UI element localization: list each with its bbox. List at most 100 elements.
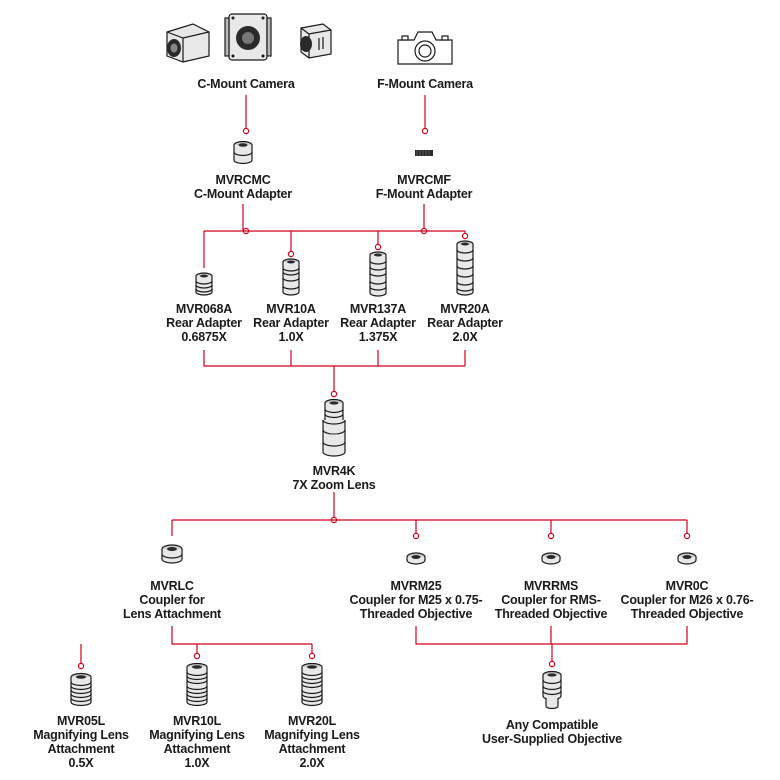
connector-dot [330, 390, 338, 398]
node-line: MVR05L [56, 714, 106, 728]
node-mvr20a: MVR20A Rear Adapter 2.0X [427, 302, 503, 344]
node-mvr10a: MVR10A Rear Adapter 1.0X [253, 302, 329, 344]
node-line: Any Compatible [505, 718, 599, 732]
node-mvr137a: MVR137A Rear Adapter 1.375X [340, 302, 416, 344]
node-line: F-Mount Adapter [375, 187, 473, 201]
node-line: Threaded Objective [630, 607, 744, 621]
magnifying-lens-icon [70, 672, 92, 707]
rear-adapter-icon [456, 240, 474, 296]
f-mount-adapter-icon [415, 150, 433, 156]
node-line: F-Mount Camera [377, 77, 473, 91]
node-line: 1.375X [358, 330, 398, 344]
node-line: 0.6875X [181, 330, 227, 344]
node-mvrlc: MVRLC Coupler for Lens Attachment [123, 579, 221, 621]
node-line: MVRLC [150, 579, 194, 593]
connector-couplers-bus [171, 519, 688, 536]
node-line: C-Mount Camera [197, 77, 295, 91]
node-line: 1.0X [278, 330, 304, 344]
node-line: C-Mount Adapter [194, 187, 292, 201]
node-line: MVRM25 [390, 579, 442, 593]
node-any-compatible-objective: Any Compatible User-Supplied Objective [482, 718, 622, 746]
zoom-lens-icon [322, 398, 346, 457]
node-line: 0.5X [68, 756, 94, 770]
node-line: Coupler for RMS- [501, 593, 601, 607]
node-line: MVR20L [287, 714, 337, 728]
node-line: User-Supplied Objective [482, 732, 622, 746]
connector-dot [193, 652, 201, 660]
node-line: Threaded Objective [494, 607, 608, 621]
node-line: MVR0C [665, 579, 709, 593]
node-line: Rear Adapter [166, 316, 242, 330]
node-mvr10l: MVR10L Magnifying Lens Attachment 1.0X [149, 714, 245, 770]
node-f-mount-camera: F-Mount Camera [377, 77, 473, 91]
connector-dot [683, 532, 691, 540]
node-line: Magnifying Lens [264, 728, 360, 742]
coupler-ring-icon [406, 552, 426, 565]
node-line: Threaded Objective [359, 607, 473, 621]
node-line: MVR068A [175, 302, 233, 316]
node-mvrrms: MVRRMS Coupler for RMS- Threaded Objecti… [494, 579, 608, 621]
node-mvr05l: MVR05L Magnifying Lens Attachment 0.5X [33, 714, 129, 770]
node-line: MVRRMS [523, 579, 579, 593]
node-line: MVRCMC [215, 173, 271, 187]
node-mvrcmf: MVRCMF F-Mount Adapter [376, 173, 473, 201]
node-line: Rear Adapter [253, 316, 329, 330]
rear-adapter-icon [195, 272, 213, 296]
connector-dot [412, 532, 420, 540]
connector-rear-adapters-bus [203, 350, 466, 367]
node-line: MVRCMF [397, 173, 451, 187]
connector-dot [242, 127, 250, 135]
node-line: MVR20A [440, 302, 490, 316]
node-line: Coupler for M25 x 0.75- [349, 593, 483, 607]
node-line: 2.0X [299, 756, 325, 770]
connector-dot [547, 532, 555, 540]
magnifying-lens-icon [301, 662, 323, 707]
connector-mvrlc-down [80, 626, 313, 666]
node-line: Attachment [163, 742, 231, 756]
node-line: 7X Zoom Lens [292, 478, 376, 492]
node-line: Attachment [278, 742, 346, 756]
coupler-ring-icon [541, 552, 561, 565]
coupler-ring-icon [677, 552, 697, 565]
connector-couplers-join [415, 626, 688, 645]
node-mvr4k: MVR4K 7X Zoom Lens [292, 464, 375, 492]
connector-dot [548, 660, 556, 668]
node-line: Magnifying Lens [149, 728, 245, 742]
c-mount-cameras-icon [166, 23, 210, 63]
c-mount-adapter-icon [233, 140, 253, 165]
node-mvr0c: MVR0C Coupler for M26 x 0.76- Threaded O… [621, 579, 754, 621]
node-line: 2.0X [452, 330, 478, 344]
node-line: MVR10L [172, 714, 222, 728]
node-line: Coupler for M26 x 0.76- [620, 593, 754, 607]
connector-dot [421, 127, 429, 135]
node-line: Lens Attachment [123, 607, 221, 621]
node-c-mount-camera: C-Mount Camera [197, 77, 294, 91]
node-line: MVR10A [266, 302, 316, 316]
rear-adapter-icon [282, 258, 300, 296]
node-mvrcmc: MVRCMC C-Mount Adapter [194, 173, 292, 201]
connector-dot [374, 243, 382, 251]
coupler-icon [161, 544, 183, 564]
c-mount-cameras-icon [300, 23, 332, 59]
node-line: Magnifying Lens [33, 728, 129, 742]
node-line: Rear Adapter [427, 316, 503, 330]
connector-dot [308, 652, 316, 660]
connector-dot [287, 250, 295, 258]
node-line: Rear Adapter [340, 316, 416, 330]
rear-adapter-icon [369, 251, 387, 297]
node-line: MVR4K [312, 464, 356, 478]
node-line: Coupler for [139, 593, 205, 607]
node-mvrm25: MVRM25 Coupler for M25 x 0.75- Threaded … [350, 579, 483, 621]
node-line: 1.0X [184, 756, 210, 770]
connector-dot [461, 232, 469, 240]
node-mvr068a: MVR068A Rear Adapter 0.6875X [166, 302, 242, 344]
node-line: Attachment [47, 742, 115, 756]
node-mvr20l: MVR20L Magnifying Lens Attachment 2.0X [264, 714, 360, 770]
node-line: MVR137A [349, 302, 407, 316]
connector-dot [77, 662, 85, 670]
f-mount-camera-icon [397, 31, 453, 65]
c-mount-cameras-icon [224, 13, 272, 61]
objective-icon [542, 670, 562, 710]
